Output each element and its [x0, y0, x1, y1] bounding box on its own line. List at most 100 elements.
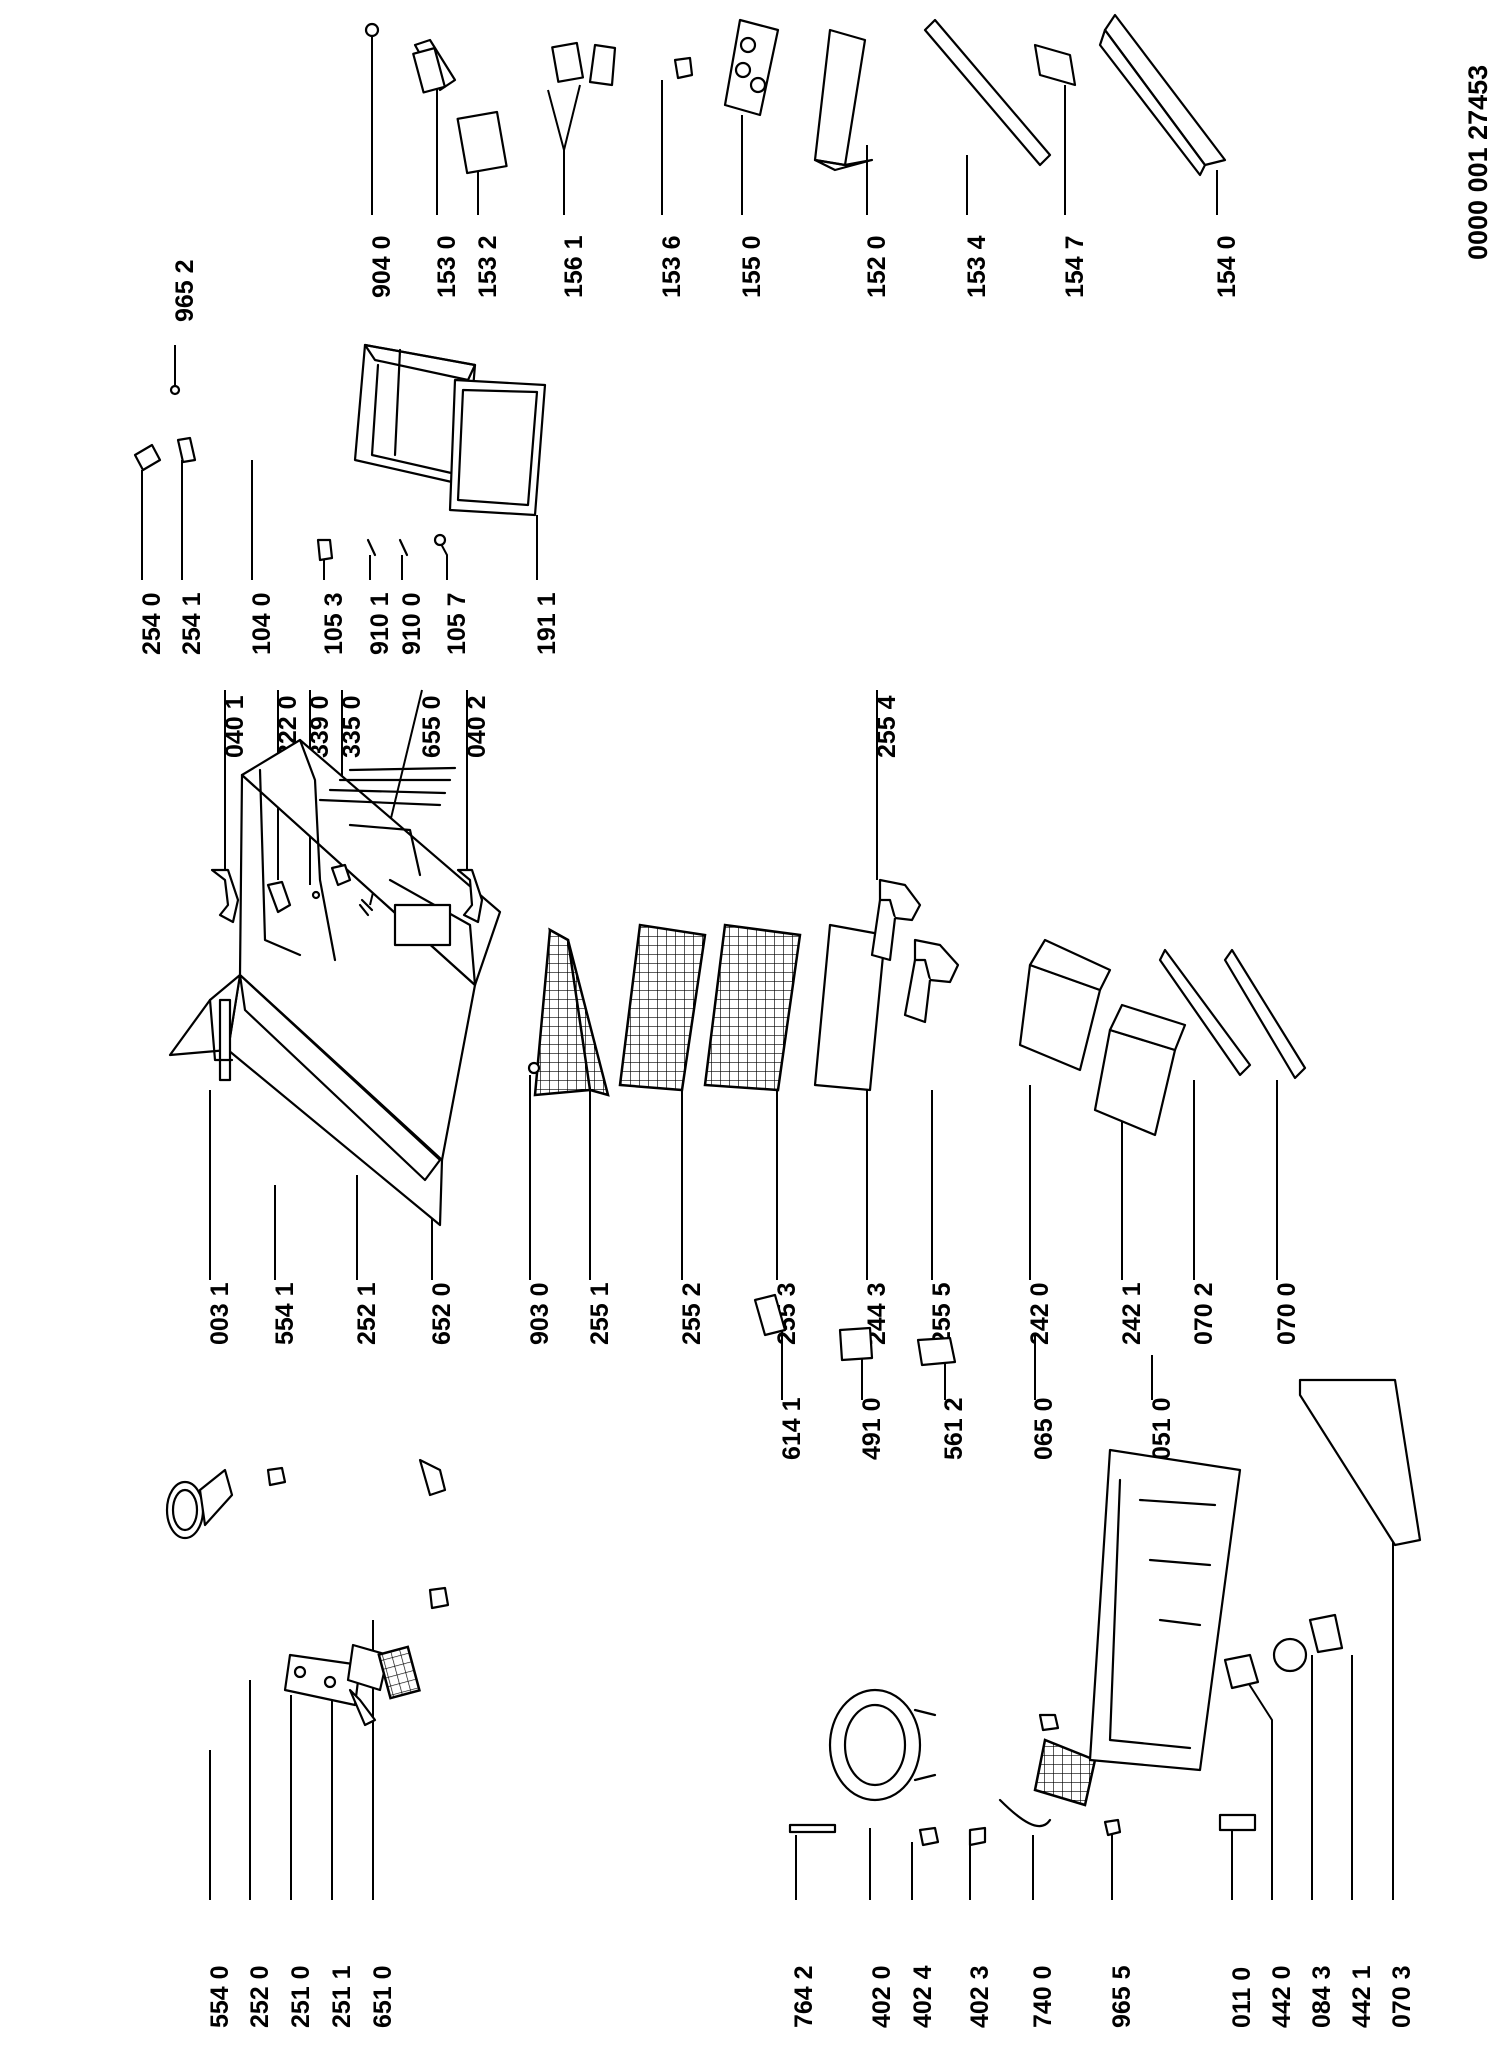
part-label-402-3: 402 3 — [966, 1965, 994, 2028]
part-label-254-1: 254 1 — [178, 592, 206, 655]
flap-hinge-254-0 — [133, 443, 162, 472]
part-554-1 — [266, 1466, 287, 1487]
door-shelf-152-0 — [813, 28, 874, 172]
part-label-255-1: 255 1 — [586, 1282, 614, 1345]
label-column-right: 904 0 153 0 153 2 156 1 153 6 155 0 152 … — [368, 235, 1241, 298]
egg-tray-153-0 — [412, 38, 457, 94]
shelf-255-1-face — [533, 927, 592, 1097]
part-label-070-3: 070 3 — [1388, 1965, 1416, 2028]
part-label-084-3: 084 3 — [1308, 1965, 1336, 2028]
part-label-904-0: 904 0 — [368, 235, 396, 298]
compressor-402-0 — [828, 1688, 937, 1802]
light-cover-554-0 — [165, 1468, 234, 1540]
egg-rack-155-0 — [723, 18, 780, 117]
holder-255-4 — [870, 878, 922, 962]
label-column-middle-left: 003 1 554 1 252 1 652 0 614 1 491 0 561 … — [206, 1282, 1301, 1460]
cap-904-0 — [364, 22, 380, 38]
part-label-011-0: 011 0 — [1228, 1967, 1256, 2028]
part-label-255-2: 255 2 — [678, 1282, 706, 1345]
part-065-0 — [1038, 1713, 1060, 1732]
part-label-153-0: 153 0 — [433, 235, 461, 298]
part-label-251-0: 251 0 — [287, 1965, 315, 2028]
egg-tray-153-2 — [456, 110, 508, 175]
part-label-191-1: 191 1 — [533, 592, 561, 655]
leader-lines — [141, 36, 1394, 1900]
part-label-070-0: 070 0 — [1273, 1282, 1301, 1345]
part-084-3 — [1272, 1637, 1308, 1673]
filter-764-2 — [788, 1823, 837, 1834]
part-label-652-0: 652 0 — [428, 1282, 456, 1345]
holder-255-5 — [903, 938, 960, 1024]
part-label-251-1: 251 1 — [328, 1965, 356, 2028]
part-label-554-1: 554 1 — [271, 1282, 299, 1345]
base-051-0 — [1088, 1448, 1242, 1772]
rail-070-2 — [1158, 948, 1252, 1077]
part-label-910-0: 910 0 — [398, 592, 426, 655]
part-label-070-2: 070 2 — [1190, 1282, 1218, 1345]
part-label-156-1: 156 1 — [560, 235, 588, 298]
clip-153-6 — [673, 56, 694, 80]
part-105-3 — [316, 538, 334, 562]
part-label-254-0: 254 0 — [138, 592, 166, 655]
part-655-0 — [358, 898, 374, 917]
part-335-0 — [330, 863, 352, 887]
rail-070-0 — [1223, 948, 1307, 1080]
part-label-903-0: 903 0 — [526, 1282, 554, 1345]
part-label-910-1: 910 1 — [366, 592, 394, 655]
label-column-left: 554 0 252 0 251 0 251 1 651 0 764 2 402 … — [206, 1965, 1416, 2028]
bottle-stop-154-7 — [1033, 43, 1077, 87]
part-label-252-1: 252 1 — [353, 1282, 381, 1345]
part-156-1 — [551, 41, 617, 87]
cabinet-003-1 — [168, 738, 502, 1227]
part-label-105-7: 105 7 — [443, 592, 471, 655]
condenser-740-0 — [998, 1738, 1097, 1828]
relay-402-4 — [918, 1826, 940, 1847]
plinth-070-3 — [1298, 1378, 1422, 1547]
part-965-5 — [1103, 1818, 1122, 1837]
part-label-764-2: 764 2 — [790, 1965, 818, 2028]
screw-011-0 — [1218, 1813, 1257, 1832]
part-910-0 — [398, 538, 409, 557]
part-label-442-1: 442 1 — [1348, 1965, 1376, 2028]
part-614-1 — [753, 1293, 787, 1337]
hinge-040-2 — [456, 868, 484, 924]
part-910-1 — [366, 538, 377, 557]
part-label-065-0: 065 0 — [1030, 1397, 1058, 1460]
part-label-154-0: 154 0 — [1213, 235, 1241, 298]
hinge-322-0 — [266, 880, 292, 914]
part-label-105-3: 105 3 — [320, 592, 348, 655]
gasket-191-1 — [448, 378, 547, 517]
grille-251-1 — [377, 1645, 421, 1700]
part-label-965-5: 965 5 — [1108, 1965, 1136, 2028]
part-label-154-7: 154 7 — [1061, 235, 1089, 298]
lampholder-652-0 — [418, 1458, 447, 1497]
part-label-152-0: 152 0 — [863, 235, 891, 298]
part-label-104-0: 104 0 — [248, 592, 276, 655]
part-label-051-0: 051 0 — [1148, 1397, 1176, 1460]
shelf-244-3 — [813, 923, 887, 1092]
part-label-554-0: 554 0 — [206, 1965, 234, 2028]
knob-251-0 — [348, 1688, 377, 1727]
part-label-153-4: 153 4 — [963, 235, 991, 298]
part-label-003-1: 003 1 — [206, 1282, 234, 1345]
part-561-2 — [916, 1336, 957, 1367]
part-105-7 — [433, 533, 447, 547]
part-label-965-2: 965 2 — [171, 259, 199, 322]
part-label-402-0: 402 0 — [868, 1965, 896, 2028]
shelf-255-2 — [618, 923, 707, 1092]
flap-hinge-254-1 — [176, 436, 197, 464]
crisper-242-1 — [1093, 1003, 1187, 1137]
part-label-153-6: 153 6 — [658, 235, 686, 298]
shelf-255-3 — [703, 923, 802, 1092]
part-491-0 — [838, 1326, 874, 1362]
part-label-561-2: 561 2 — [940, 1397, 968, 1460]
part-label-491-0: 491 0 — [858, 1397, 886, 1460]
screw-965-2 — [169, 384, 181, 396]
crisper-242-0 — [1018, 938, 1112, 1072]
clamp-402-3 — [968, 1826, 987, 1847]
part-label-155-0: 155 0 — [738, 235, 766, 298]
part-442-0 — [1223, 1653, 1260, 1690]
part-label-242-0: 242 0 — [1026, 1282, 1054, 1345]
part-label-651-0: 651 0 — [369, 1965, 397, 2028]
